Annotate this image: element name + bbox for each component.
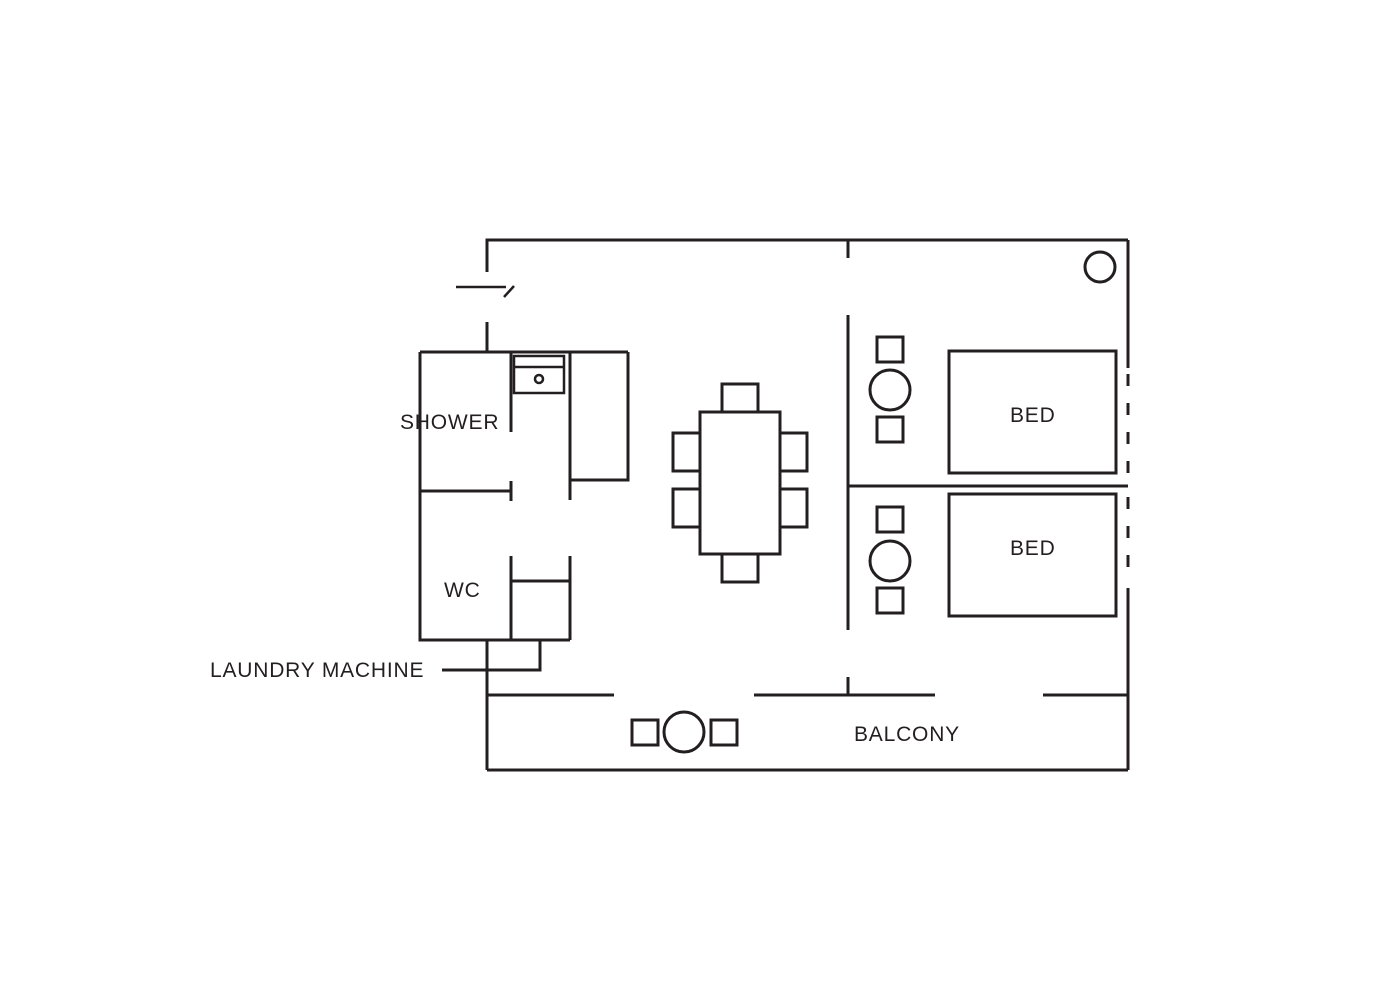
bedroom-bottom	[868, 492, 1118, 618]
laundry-pointer	[442, 640, 542, 672]
interior-walls	[487, 240, 1128, 697]
nightstand-lamp-icon	[868, 539, 912, 583]
dining-table	[698, 410, 782, 556]
chair	[778, 487, 809, 529]
shower-label: SHOWER	[400, 411, 499, 434]
balcony-table-icon	[662, 710, 706, 754]
nightstand-stool	[875, 415, 905, 444]
dining-set	[671, 382, 809, 584]
chair	[671, 487, 702, 529]
entrance-door-icon	[456, 285, 515, 298]
laundry-machine-label: LAUNDRY MACHINE	[210, 659, 424, 682]
balcony-chair	[709, 718, 739, 747]
sink-icon	[512, 354, 566, 395]
chair	[671, 431, 702, 473]
counter-block	[568, 352, 630, 500]
balcony-label: BALCONY	[854, 723, 960, 746]
top-wall	[485, 238, 1128, 272]
sink-outer	[512, 354, 566, 395]
balcony-furniture	[630, 710, 739, 754]
wc-label: WC	[444, 579, 481, 602]
bedroom-top	[868, 335, 1118, 475]
chair	[720, 382, 760, 414]
sink-drain	[533, 373, 545, 385]
bathroom-walls	[418, 350, 630, 642]
chair	[778, 431, 809, 473]
chair	[720, 552, 760, 584]
bed-label-bottom: BED	[1010, 537, 1056, 560]
bathroom-outer	[418, 352, 570, 642]
plant-icon	[1083, 250, 1117, 284]
door-swing	[503, 285, 515, 298]
balcony-chair	[630, 718, 660, 747]
nightstand-stool	[875, 586, 905, 615]
nightstand-stool	[875, 505, 905, 534]
bed-label-top: BED	[1010, 404, 1056, 427]
nightstand-stool	[875, 335, 905, 364]
bed-bottom	[947, 492, 1118, 618]
nightstand-lamp-icon	[868, 368, 912, 412]
outer-walls	[485, 238, 1130, 772]
bed-top	[947, 349, 1118, 475]
